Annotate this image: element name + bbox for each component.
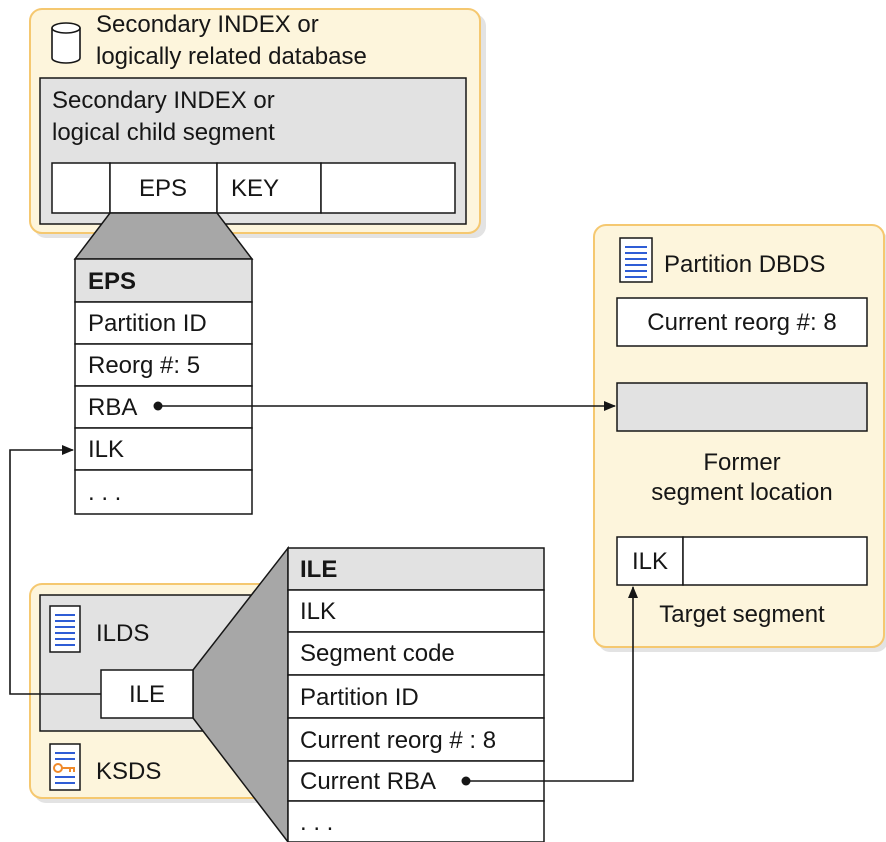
ile-row-cell bbox=[287, 674, 545, 719]
eps-header: EPS bbox=[88, 268, 136, 295]
ile-box-label: ILE bbox=[129, 681, 165, 708]
ile-row-current-rba: Current RBA bbox=[300, 768, 436, 795]
former-label-line2: segment location bbox=[651, 479, 832, 506]
eps-row-cell bbox=[74, 343, 253, 387]
ilds-document-icon bbox=[49, 605, 81, 653]
current-rba-to-target-arrow bbox=[461, 586, 638, 786]
current-reorg-label: Current reorg #: 8 bbox=[647, 309, 836, 336]
ile-row-segment-code: Segment code bbox=[300, 640, 455, 667]
ile-row-current-reorg: Current reorg # : 8 bbox=[300, 727, 496, 754]
segment-field-row: EPS KEY bbox=[51, 162, 456, 214]
ile-row-cell bbox=[287, 631, 545, 676]
ile-header-cell bbox=[287, 547, 545, 591]
partition-dbds-panel: Partition DBDS Current reorg #: 8 Former… bbox=[593, 224, 886, 652]
ksds-key-document-icon bbox=[49, 743, 81, 791]
segment-title-line1: Secondary INDEX or bbox=[52, 87, 275, 114]
eps-row-cell bbox=[74, 385, 253, 429]
eps-row-partition-id: Partition ID bbox=[88, 310, 207, 337]
ksds-label: KSDS bbox=[96, 758, 161, 785]
ile-row-cell bbox=[287, 800, 545, 842]
ile-to-eps-ilk-arrow bbox=[9, 445, 101, 695]
target-segment: ILK bbox=[616, 536, 868, 586]
target-ilk-field bbox=[616, 536, 684, 586]
ile-header: ILE bbox=[300, 556, 337, 583]
ile-table: ILE ILK Segment code Partition ID Curren… bbox=[287, 547, 545, 842]
partition-document-icon bbox=[619, 237, 653, 283]
database-icon bbox=[51, 22, 81, 64]
target-ilk-label: ILK bbox=[632, 548, 668, 575]
segment-field-eps-label: EPS bbox=[139, 175, 187, 202]
target-segment-label: Target segment bbox=[659, 601, 825, 628]
ile-row-more: . . . bbox=[300, 809, 333, 836]
eps-row-cell bbox=[74, 469, 253, 515]
secondary-index-segment: Secondary INDEX or logical child segment… bbox=[39, 77, 467, 225]
ile-box bbox=[100, 669, 194, 719]
rba-to-former-location-arrow bbox=[153, 401, 616, 411]
eps-row-rba: RBA bbox=[88, 394, 137, 421]
ile-row-cell bbox=[287, 717, 545, 762]
secondary-db-title-line1: Secondary INDEX or bbox=[96, 11, 319, 38]
segment-title-line2: logical child segment bbox=[52, 119, 275, 146]
current-reorg-box bbox=[616, 297, 868, 347]
eps-row-more: . . . bbox=[88, 479, 121, 506]
segment-field-prefix bbox=[51, 162, 111, 214]
target-data-field bbox=[682, 536, 868, 586]
secondary-db-title-line2: logically related database bbox=[96, 43, 367, 70]
secondary-database-panel: Secondary INDEX or logically related dat… bbox=[29, 8, 486, 238]
eps-table: EPS Partition ID Reorg #: 5 RBA ILK . . … bbox=[74, 258, 253, 515]
segment-field-suffix bbox=[320, 162, 456, 214]
ile-row-ilk: ILK bbox=[300, 598, 336, 625]
eps-row-ilk: ILK bbox=[88, 436, 124, 463]
eps-row-reorg: Reorg #: 5 bbox=[88, 352, 200, 379]
ilds-label: ILDS bbox=[96, 620, 149, 647]
segment-field-key bbox=[216, 162, 322, 214]
ile-row-partition-id: Partition ID bbox=[300, 684, 419, 711]
former-label-line1: Former bbox=[703, 449, 780, 476]
segment-field-key-label: KEY bbox=[231, 175, 279, 202]
eps-row-cell bbox=[74, 427, 253, 471]
partition-title: Partition DBDS bbox=[664, 251, 825, 278]
former-segment-box bbox=[616, 382, 868, 432]
